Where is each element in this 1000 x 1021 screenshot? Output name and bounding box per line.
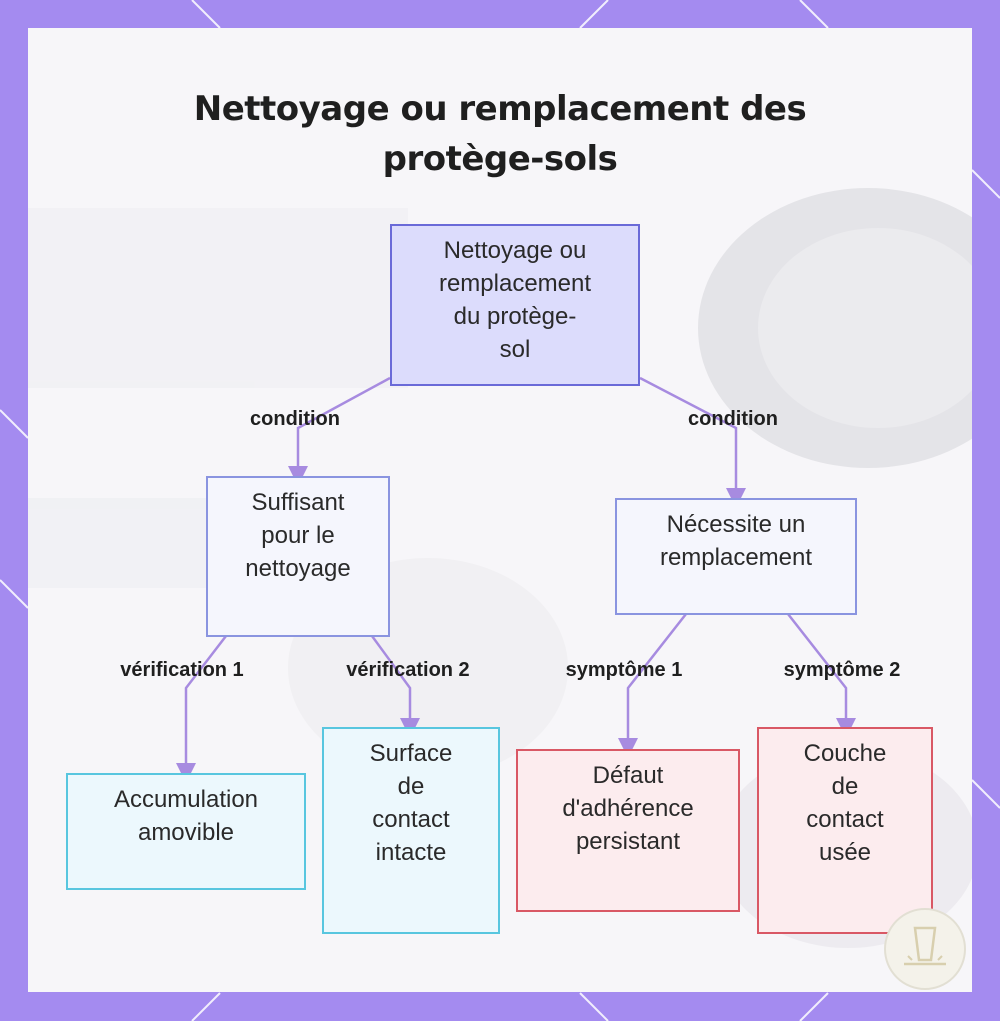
edge-label-check-2: vérification 2 bbox=[346, 659, 470, 681]
connector-edges bbox=[176, 376, 856, 783]
title-line-2: protège-sols bbox=[382, 139, 618, 179]
node-root-decision: Nettoyage ou remplacement du protège- so… bbox=[390, 224, 640, 386]
title-line-1: Nettoyage ou remplacement des bbox=[193, 89, 807, 129]
edge-label-check-1: vérification 1 bbox=[120, 659, 244, 681]
node-sufficient-cleaning: Suffisant pour le nettoyage bbox=[206, 476, 390, 637]
edge-replacement-to-adhesion bbox=[618, 613, 687, 758]
edge-root-to-replacement bbox=[639, 376, 746, 508]
edge-root-to-cleaning bbox=[288, 376, 391, 486]
edge-cleaning-to-intact bbox=[370, 635, 420, 738]
brand-logo-icon bbox=[884, 908, 966, 990]
edge-replacement-to-worn bbox=[787, 613, 856, 738]
diagram-title: Nettoyage ou remplacement des protège-so… bbox=[28, 84, 972, 184]
edge-label-left-condition: condition bbox=[250, 408, 340, 430]
node-needs-replacement: Nécessite un remplacement bbox=[615, 498, 857, 615]
node-removable-buildup: Accumulation amovible bbox=[66, 773, 306, 890]
node-worn-contact-layer: Couche de contact usée bbox=[757, 727, 933, 934]
edge-label-symptom-2: symptôme 2 bbox=[783, 659, 901, 681]
edge-cleaning-to-removable bbox=[176, 635, 227, 783]
node-persistent-adhesion-defect: Défaut d'adhérence persistant bbox=[516, 749, 740, 912]
node-intact-contact-surface: Surface de contact intacte bbox=[322, 727, 500, 934]
diagram-card: Nettoyage ou remplacement des protège-so… bbox=[28, 28, 972, 992]
edge-label-symptom-1: symptôme 1 bbox=[565, 659, 683, 681]
edge-label-right-condition: condition bbox=[688, 408, 778, 430]
